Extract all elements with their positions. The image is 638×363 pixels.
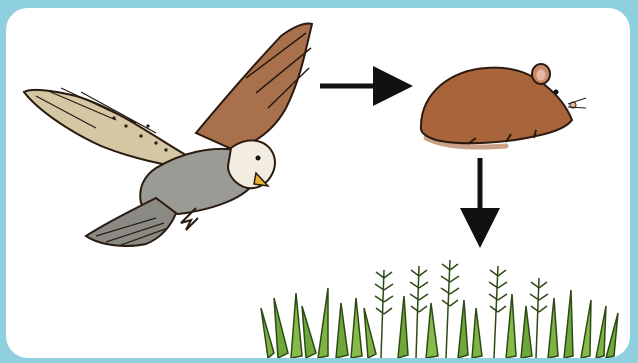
mouse-icon (421, 64, 586, 147)
food-chain-scene (6, 8, 630, 358)
hawk-icon (24, 24, 312, 246)
grass-icon (261, 260, 618, 358)
diagram-panel (6, 8, 630, 358)
